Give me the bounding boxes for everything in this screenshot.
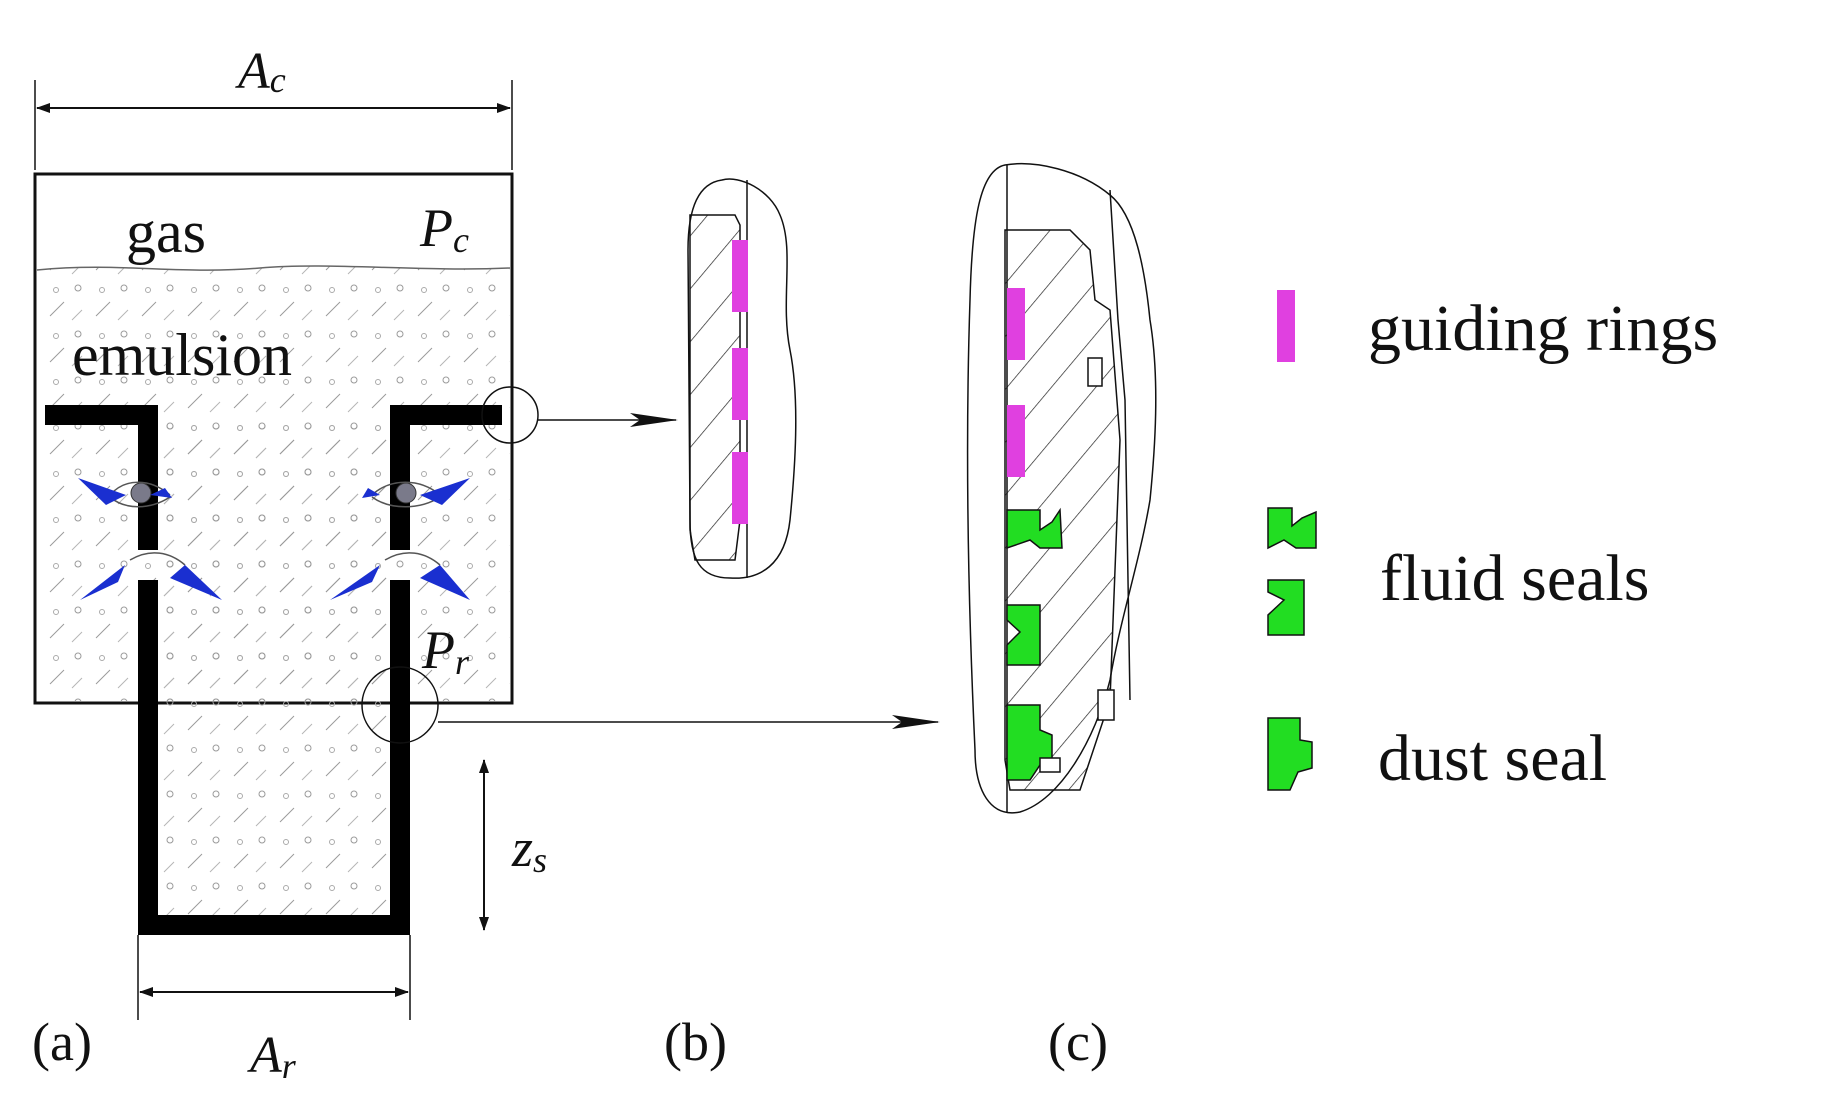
stroke-label: zs — [511, 818, 547, 880]
detail-b-hatched-body — [689, 214, 741, 561]
panel-c: (c) — [966, 163, 1157, 1072]
gas-emulsion-interface — [36, 265, 511, 271]
dust-seal-c-cap — [1039, 757, 1061, 773]
detail-circle-c — [361, 666, 439, 744]
flow-valve-left — [78, 478, 222, 600]
legend-label-dust-seal: dust seal — [1378, 722, 1607, 795]
emulsion-label: emulsion — [72, 322, 292, 388]
detail-c-slot-2 — [1097, 689, 1115, 721]
guide-ring-b-1 — [732, 240, 748, 312]
legend-label-fluid-seals: fluid seals — [1380, 542, 1649, 615]
fluid-seal-c-2 — [1006, 604, 1041, 666]
legend-label-guiding-rings: guiding rings — [1368, 292, 1718, 365]
legend: guiding rings fluid seals dust seal — [1267, 290, 1718, 795]
pressure-chamber-label: Pc — [419, 198, 469, 260]
guide-ring-c-1 — [1007, 288, 1025, 360]
caption-c: (c) — [1048, 1012, 1108, 1072]
detail-c-slot-1 — [1087, 357, 1103, 387]
legend-dust-seal-swatch — [1267, 717, 1313, 791]
guide-ring-b-2 — [732, 348, 748, 420]
legend-fluid-seal-swatch-2 — [1267, 579, 1305, 636]
caption-b: (b) — [664, 1012, 727, 1072]
fluid-seal-c-1 — [1006, 507, 1063, 550]
rod-interior — [158, 425, 390, 915]
guide-ring-b-3 — [732, 452, 748, 524]
caption-a: (a) — [32, 1012, 92, 1072]
detail-c-inner-tube — [1109, 189, 1131, 701]
panel-a: Ac gas emulsion Pc — [32, 43, 547, 1086]
piston-rod — [45, 405, 502, 935]
dim-label-ac: Ac — [235, 43, 286, 100]
legend-guiding-ring-swatch — [1277, 290, 1295, 362]
detail-circle-b — [481, 386, 539, 444]
guide-ring-c-2 — [1007, 405, 1025, 477]
pressure-rod-label: Pr — [421, 620, 470, 682]
cylinder-body — [33, 172, 514, 705]
panel-b: (b) — [664, 178, 797, 1072]
dim-label-ar: Ar — [247, 1027, 297, 1086]
legend-fluid-seal-swatch-1 — [1267, 507, 1317, 550]
flow-valve-right — [330, 478, 470, 600]
gas-label: gas — [126, 199, 206, 265]
